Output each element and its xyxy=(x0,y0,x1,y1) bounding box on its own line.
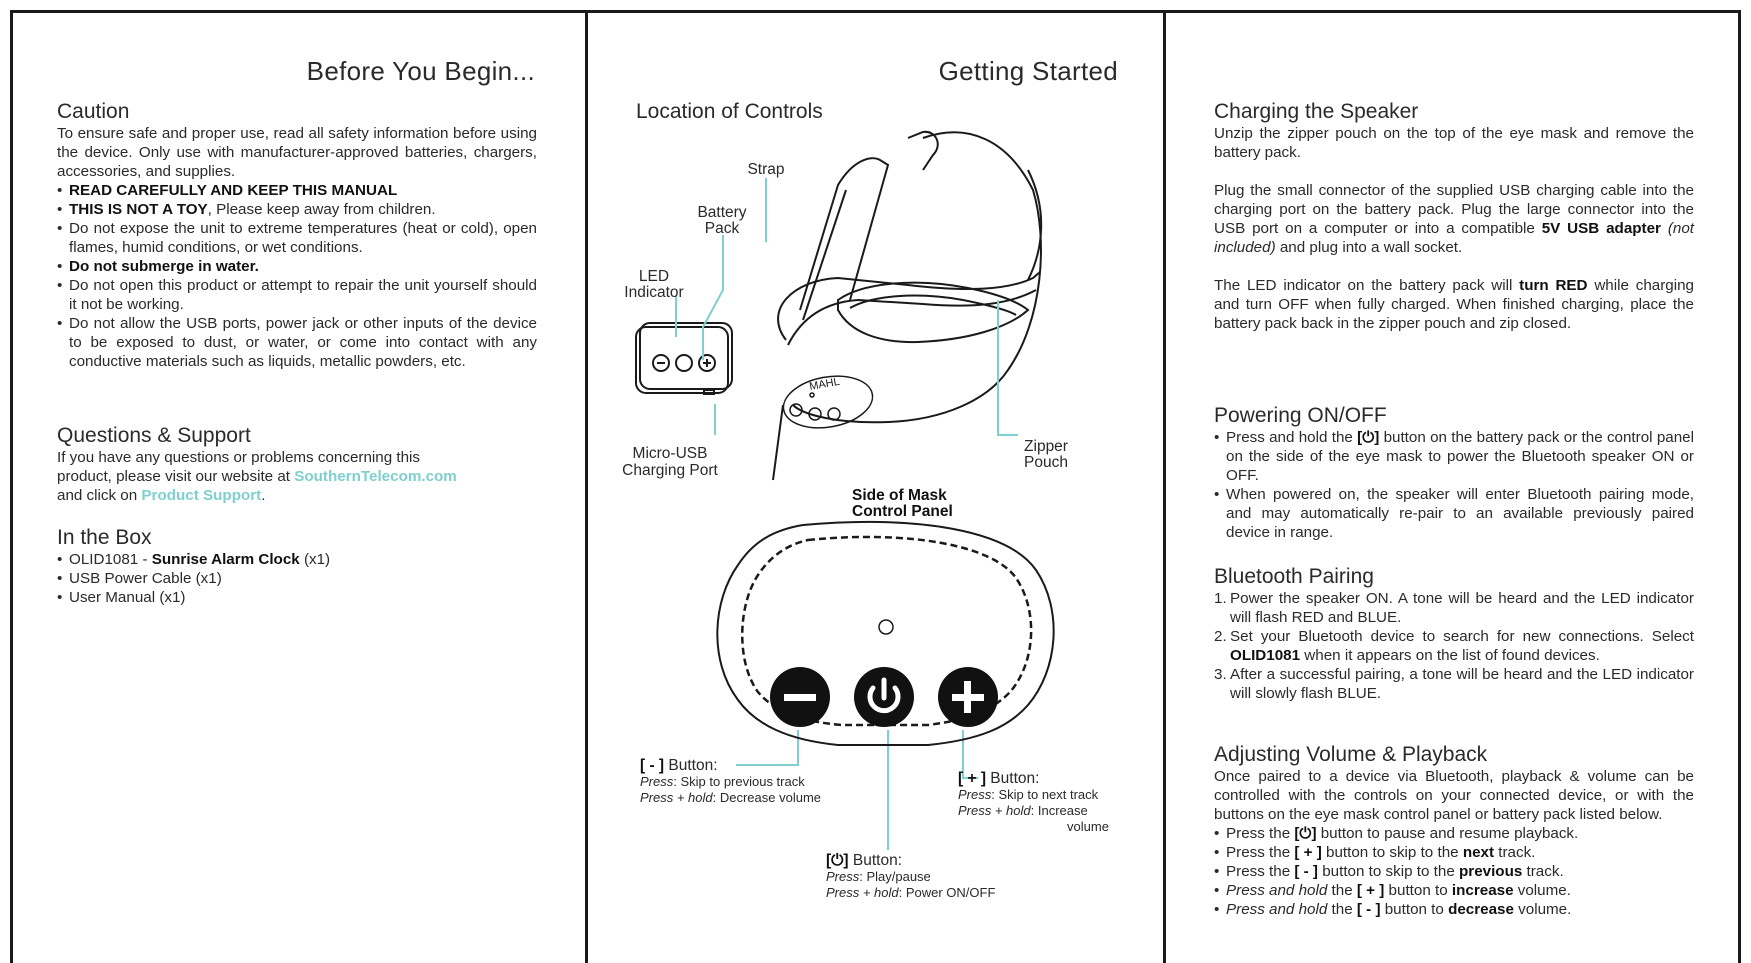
pairing-heading: Bluetooth Pairing xyxy=(1214,565,1374,588)
power-button[interactable] xyxy=(854,667,914,727)
mask-mini-panel xyxy=(782,375,874,429)
callout-lines xyxy=(675,178,1018,850)
support-heading: Questions & Support xyxy=(57,424,251,447)
volume-section: Adjusting Volume & Playback Once paired … xyxy=(1214,743,1694,918)
minus-button[interactable] xyxy=(770,667,830,727)
list-item: •Press the [⏻] button to pause and resum… xyxy=(1214,825,1579,842)
svg-text:Press: Play/pause: Press: Play/pause xyxy=(826,869,931,884)
svg-text:Pack: Pack xyxy=(705,220,740,237)
caution-section: Caution To ensure safe and proper use, r… xyxy=(57,100,537,371)
battery-pack-illustration xyxy=(635,322,733,395)
list-item: •Do not allow the USB ports, power jack … xyxy=(57,315,537,370)
label-strap: Strap xyxy=(747,161,784,178)
list-item: •User Manual (x1) xyxy=(57,589,186,606)
plus-button[interactable] xyxy=(938,667,998,727)
pairing-section: Bluetooth Pairing 1.Power the speaker ON… xyxy=(1214,565,1694,703)
svg-text:[ - ] Button:: [ - ] Button: xyxy=(640,757,718,774)
svg-text:Press: Skip to previous track: Press: Skip to previous track xyxy=(640,774,805,789)
panel-divider-1 xyxy=(585,10,588,963)
list-item: •THIS IS NOT A TOY, Please keep away fro… xyxy=(57,201,436,218)
list-item: •OLID1081 - Sunrise Alarm Clock (x1) xyxy=(57,551,331,568)
in-the-box-heading: In the Box xyxy=(57,526,152,549)
in-the-box-section: In the Box •OLID1081 - Sunrise Alarm Clo… xyxy=(57,526,537,607)
panel-getting-started: Getting Started Location of Controls MAH… xyxy=(588,10,1163,960)
list-item: •USB Power Cable (x1) xyxy=(57,570,222,587)
volume-heading: Adjusting Volume & Playback xyxy=(1214,743,1488,766)
charging-section: Charging the Speaker Unzip the zipper po… xyxy=(1214,100,1695,332)
list-item: 3.After a successful pairing, a tone wil… xyxy=(1214,666,1694,702)
svg-text:[⏻] Button:: [⏻] Button: xyxy=(826,852,902,869)
list-item: •Press the [ - ] button to skip to the p… xyxy=(1214,863,1564,880)
svg-text:[ + ] Button:: [ + ] Button: xyxy=(958,770,1039,787)
manual-sheet xyxy=(10,10,1741,963)
control-panel-illustration xyxy=(716,521,1055,746)
label-battery-pack: Battery xyxy=(697,204,746,221)
caution-intro: To ensure safe and proper use, read all … xyxy=(57,125,537,180)
website-link[interactable]: SouthernTelecom.com xyxy=(294,468,457,485)
list-item: •Do not expose the unit to extreme tempe… xyxy=(57,220,537,256)
controls-diagram: MAHL Strap Battery Pack LED xyxy=(622,130,1109,900)
label-led-indicator: LED xyxy=(639,268,669,285)
caution-heading: Caution xyxy=(57,100,130,123)
list-item: •Do not open this product or attempt to … xyxy=(57,277,537,313)
page-title: Getting Started xyxy=(938,56,1118,86)
svg-text:Press + hold: Decrease volume: Press + hold: Decrease volume xyxy=(640,790,821,805)
page-title: Before You Begin... xyxy=(306,56,535,86)
led-indicator-dot xyxy=(878,619,894,635)
list-item: •When powered on, the speaker will enter… xyxy=(1214,486,1694,541)
eye-mask-illustration xyxy=(777,130,1043,424)
panel-divider-2 xyxy=(1163,10,1166,963)
svg-text:Press + hold: Power ON/OFF: Press + hold: Power ON/OFF xyxy=(826,885,995,900)
svg-text:volume: volume xyxy=(1067,819,1109,834)
support-section: Questions & Support If you have any ques… xyxy=(57,424,537,505)
panel-before-you-begin: Before You Begin... Caution To ensure sa… xyxy=(0,10,585,960)
powering-heading: Powering ON/OFF xyxy=(1214,404,1387,427)
list-item: •Do not submerge in water. xyxy=(57,258,259,275)
brand-logo: MAHL xyxy=(808,376,840,393)
label-zipper-pouch: Zipper xyxy=(1024,438,1068,455)
svg-text:Press + hold: Increase: Press + hold: Increase xyxy=(958,803,1088,818)
product-support-link[interactable]: Product Support xyxy=(141,487,262,504)
powering-section: Powering ON/OFF •Press and hold the [⏻] … xyxy=(1214,404,1694,542)
list-item: •Press and hold the [ + ] button to incr… xyxy=(1214,882,1571,899)
minus-button-legend: [ - ] Button: Press: Skip to previous tr… xyxy=(640,757,821,805)
label-side-of-mask: Side of Mask xyxy=(852,487,947,504)
location-of-controls-heading: Location of Controls xyxy=(636,100,823,123)
svg-text:Press: Skip to next track: Press: Skip to next track xyxy=(958,787,1099,802)
list-item: •Press and hold the [⏻] button on the ba… xyxy=(1214,429,1694,484)
list-item: •Press the [ + ] button to skip to the n… xyxy=(1214,844,1536,861)
svg-text:Indicator: Indicator xyxy=(624,284,683,301)
svg-text:Control Panel: Control Panel xyxy=(852,503,953,520)
list-item: 2.Set your Bluetooth device to search fo… xyxy=(1214,628,1694,664)
list-item: •Press and hold the [ - ] button to decr… xyxy=(1214,901,1572,918)
list-item: 1.Power the speaker ON. A tone will be h… xyxy=(1214,590,1694,626)
power-button-legend: [⏻] Button: Press: Play/pause Press + ho… xyxy=(826,852,995,900)
svg-text:Pouch: Pouch xyxy=(1024,454,1068,471)
plus-button-legend: [ + ] Button: Press: Skip to next track … xyxy=(958,770,1109,834)
svg-text:Charging Port: Charging Port xyxy=(622,462,718,479)
connector-line xyxy=(772,404,784,481)
charging-heading: Charging the Speaker xyxy=(1214,100,1419,123)
list-item: •READ CAREFULLY AND KEEP THIS MANUAL xyxy=(57,182,398,199)
label-micro-usb: Micro-USB xyxy=(633,445,708,462)
panel-instructions: Charging the Speaker Unzip the zipper po… xyxy=(1166,10,1741,960)
